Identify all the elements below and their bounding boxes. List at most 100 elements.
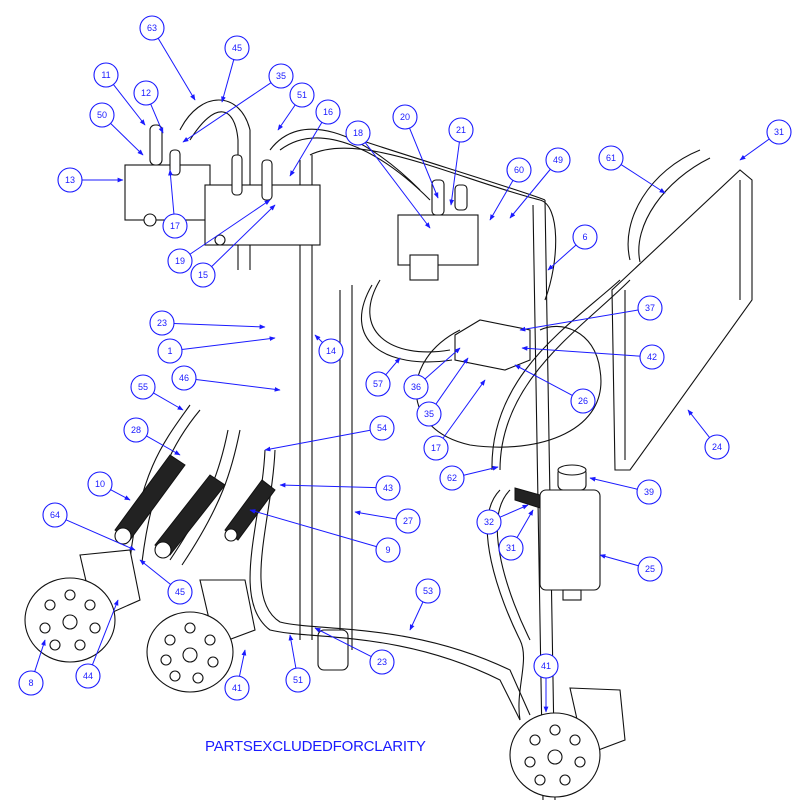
leader-line bbox=[195, 378, 281, 392]
hydraulic-motor-center bbox=[146, 579, 256, 693]
balloon-label: 44 bbox=[83, 671, 93, 681]
callout-balloon-46: 46 bbox=[171, 365, 197, 391]
callout-balloon-49: 49 bbox=[545, 147, 571, 173]
balloon-label: 57 bbox=[373, 379, 383, 389]
balloon-label: 1 bbox=[167, 346, 172, 356]
callout-balloon-12: 12 bbox=[133, 80, 159, 106]
callout-balloon-18: 18 bbox=[345, 120, 371, 146]
callout-balloon-20: 20 bbox=[392, 104, 418, 130]
balloon-label: 35 bbox=[276, 71, 286, 81]
leader-line bbox=[435, 357, 469, 405]
balloon-circle bbox=[637, 556, 663, 582]
leader-line bbox=[449, 141, 460, 206]
callout-balloon-50: 50 bbox=[89, 102, 115, 128]
callout-balloon-61: 61 bbox=[598, 145, 624, 171]
control-valve-left bbox=[124, 124, 211, 227]
balloon-circle bbox=[395, 508, 421, 534]
callout-balloon-36: 36 bbox=[403, 374, 429, 400]
balloon-circle bbox=[87, 471, 113, 497]
leader-line bbox=[516, 509, 534, 538]
leader-line bbox=[687, 409, 710, 438]
leader-line bbox=[489, 180, 514, 221]
balloon-circle bbox=[415, 578, 441, 604]
balloon-circle bbox=[89, 102, 115, 128]
balloon-circle bbox=[637, 295, 663, 321]
leader-line bbox=[364, 142, 431, 229]
balloon-label: 24 bbox=[712, 442, 722, 452]
callout-balloon-13: 13 bbox=[57, 167, 83, 193]
callout-balloon-41: 41 bbox=[533, 653, 559, 679]
callout-balloon-44: 44 bbox=[75, 663, 101, 689]
callout-balloon-62: 62 bbox=[439, 465, 465, 491]
leader-line bbox=[547, 244, 577, 271]
callout-balloon-26: 26 bbox=[570, 388, 596, 414]
callout-balloon-35: 35 bbox=[416, 401, 442, 427]
balloon-label: 16 bbox=[323, 107, 333, 117]
suction-strainers bbox=[114, 454, 276, 559]
callout-balloon-16: 16 bbox=[315, 99, 341, 125]
balloon-circle bbox=[149, 310, 175, 336]
leader-line bbox=[289, 122, 323, 177]
leader-line bbox=[65, 519, 136, 551]
balloon-circle bbox=[167, 248, 193, 274]
balloon-circle bbox=[133, 80, 159, 106]
balloon-label: 45 bbox=[175, 587, 185, 597]
balloon-circle bbox=[315, 99, 341, 125]
callout-balloon-1: 1 bbox=[157, 338, 183, 364]
balloon-label: 62 bbox=[447, 473, 457, 483]
oil-cooler bbox=[611, 169, 753, 471]
leader-line bbox=[354, 510, 397, 520]
balloon-circle bbox=[439, 465, 465, 491]
leader-line bbox=[181, 336, 276, 351]
leader-line bbox=[221, 59, 235, 103]
callout-balloon-37: 37 bbox=[637, 295, 663, 321]
callout-balloon-42: 42 bbox=[639, 344, 665, 370]
balloon-circle bbox=[75, 663, 101, 689]
balloon-circle bbox=[18, 670, 44, 696]
leader-line bbox=[424, 347, 461, 380]
leader-line bbox=[112, 84, 146, 126]
leader-line bbox=[314, 627, 372, 658]
callout-balloon-51: 51 bbox=[289, 82, 315, 108]
leader-line bbox=[463, 465, 499, 476]
callout-balloon-45: 45 bbox=[224, 35, 250, 61]
balloon-circle bbox=[598, 145, 624, 171]
balloon-circle bbox=[392, 104, 418, 130]
balloon-label: 28 bbox=[131, 425, 141, 435]
balloon-circle bbox=[498, 535, 524, 561]
balloon-circle bbox=[167, 579, 193, 605]
balloon-label: 39 bbox=[644, 487, 654, 497]
balloon-circle bbox=[476, 509, 502, 535]
balloon-circle bbox=[162, 213, 188, 239]
balloon-label: 27 bbox=[403, 516, 413, 526]
diverter-valve bbox=[397, 179, 479, 281]
balloon-circle bbox=[93, 62, 119, 88]
balloon-label: 54 bbox=[377, 423, 387, 433]
leader-line bbox=[110, 489, 131, 501]
leader-line bbox=[599, 554, 639, 567]
balloon-circle bbox=[375, 475, 401, 501]
balloon-label: 35 bbox=[424, 409, 434, 419]
balloon-circle bbox=[423, 435, 449, 461]
callout-balloon-63: 63 bbox=[139, 15, 165, 41]
leader-line bbox=[519, 309, 639, 332]
leader-line bbox=[521, 345, 641, 357]
balloon-circle bbox=[42, 502, 68, 528]
balloon-label: 64 bbox=[50, 510, 60, 520]
balloon-circle bbox=[365, 371, 391, 397]
balloon-label: 53 bbox=[423, 586, 433, 596]
callout-balloon-14: 14 bbox=[318, 338, 344, 364]
balloon-circle bbox=[224, 35, 250, 61]
balloon-label: 21 bbox=[456, 125, 466, 135]
balloon-circle bbox=[572, 224, 598, 250]
balloon-label: 51 bbox=[297, 90, 307, 100]
callout-balloon-64: 64 bbox=[42, 502, 68, 528]
balloon-label: 15 bbox=[198, 270, 208, 280]
balloon-label: 10 bbox=[95, 479, 105, 489]
leader-line bbox=[514, 364, 573, 396]
balloon-label: 63 bbox=[147, 23, 157, 33]
callout-balloon-25: 25 bbox=[637, 556, 663, 582]
manifold-block bbox=[454, 319, 531, 371]
balloon-circle bbox=[545, 147, 571, 173]
return-filter bbox=[514, 464, 601, 601]
